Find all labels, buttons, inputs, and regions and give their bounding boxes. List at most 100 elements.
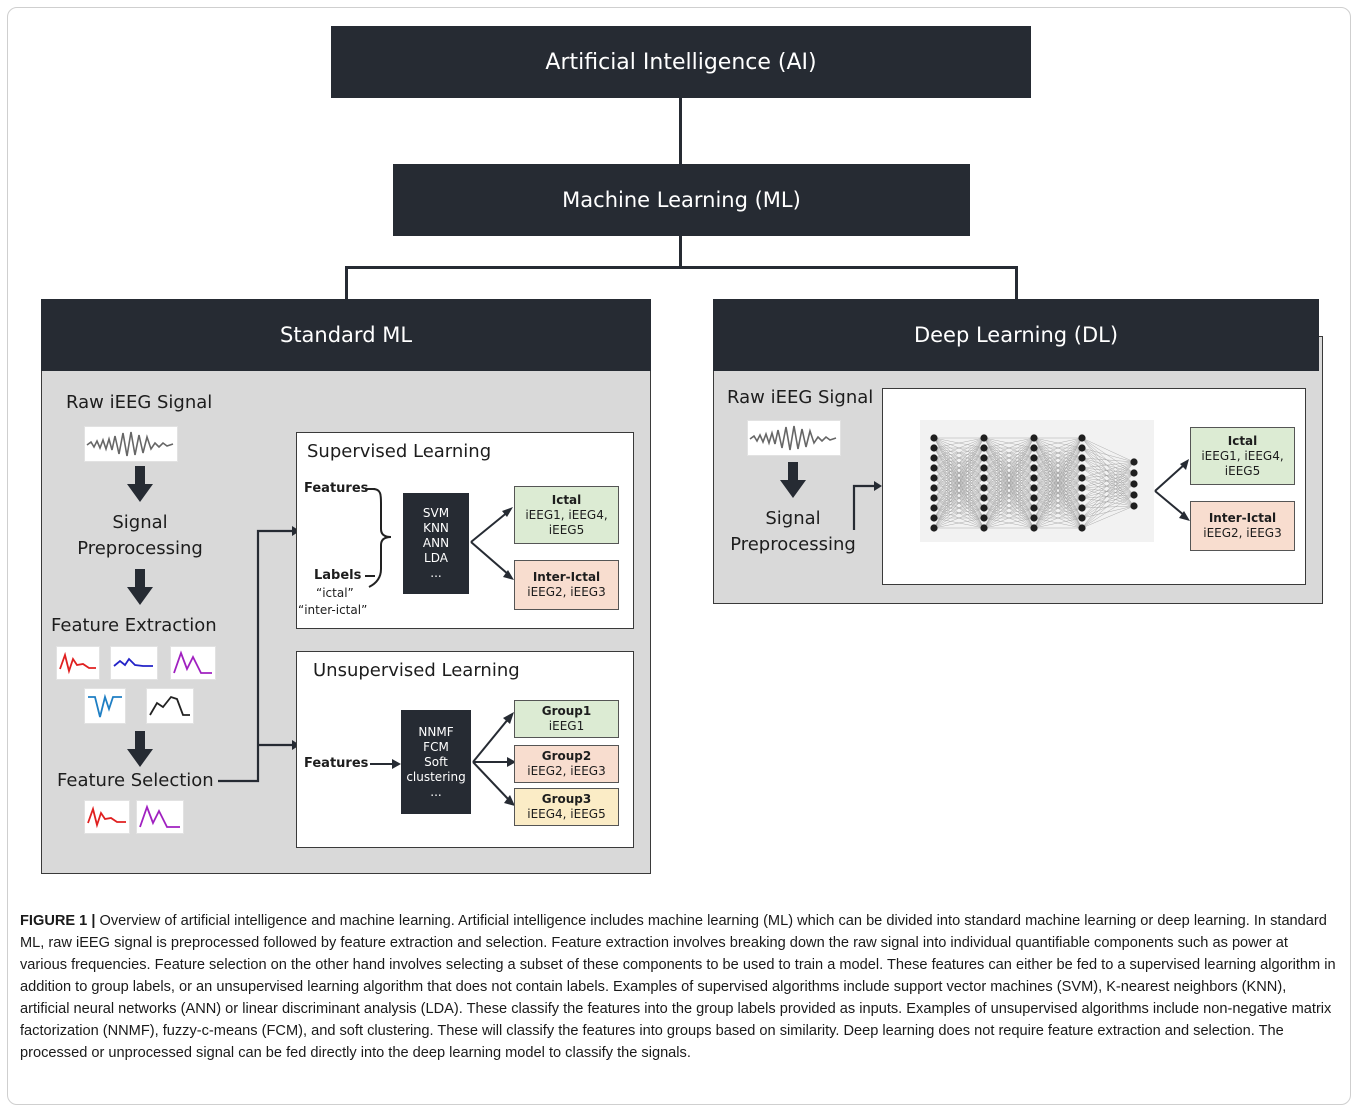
nn-edge: [1081, 437, 1135, 485]
nn-node: [980, 504, 988, 512]
ai-title: Artificial Intelligence (AI): [545, 49, 817, 75]
nn-edge: [1081, 472, 1135, 519]
nn-edge: [1081, 467, 1135, 474]
nn-node: [930, 454, 938, 462]
nn-edge: [1081, 477, 1135, 485]
ml-down-connector: [679, 236, 682, 268]
caption-label: FIGURE 1 |: [20, 913, 96, 929]
selected-thumb-red: [84, 800, 130, 834]
nn-node: [1078, 434, 1086, 442]
std-arrow-2: [127, 569, 153, 605]
sup-ictal-body-2: iEEG5: [548, 522, 585, 537]
dl-ictal-title: Ictal: [1227, 433, 1258, 448]
nn-node: [1030, 504, 1038, 512]
nn-node: [1078, 474, 1086, 482]
group2-title: Group2: [541, 749, 592, 763]
deep-learning-header: Deep Learning (DL): [713, 299, 1319, 371]
std-extraction-label: Feature Extraction: [51, 615, 217, 636]
nn-node: [1078, 514, 1086, 522]
nn-node: [980, 454, 988, 462]
nn-edge: [933, 437, 985, 449]
nn-edge: [933, 437, 985, 519]
sup-algo-2: KNN: [423, 521, 449, 535]
nn-node: [980, 464, 988, 472]
nn-node: [1130, 469, 1138, 477]
nn-edge: [1081, 483, 1135, 529]
nn-edge: [1081, 483, 1135, 509]
nn-edge: [933, 447, 985, 529]
nn-node: [980, 484, 988, 492]
dl-interictal-body: iEEG2, iEEG3: [1203, 526, 1282, 540]
sup-interictal-title: Inter-Ictal: [532, 570, 601, 584]
nn-edge: [1081, 487, 1135, 507]
nn-edge: [1081, 437, 1135, 507]
neural-network-diagram: [920, 420, 1154, 542]
nn-edge: [933, 467, 985, 529]
nn-edge: [1081, 472, 1135, 509]
nn-edge: [1081, 447, 1135, 507]
dl-ictal-body-1: iEEG1, iEEG4,: [1201, 448, 1284, 463]
nn-node: [980, 434, 988, 442]
nn-node: [1030, 524, 1038, 532]
unsup-output-arrows: [472, 712, 516, 806]
ml-title: Machine Learning (ML): [562, 188, 801, 212]
dl-raw-waveform: [749, 425, 837, 451]
unsup-algo-5: ...: [430, 784, 442, 799]
nn-edge: [1081, 461, 1135, 469]
nn-edge: [1081, 437, 1135, 496]
nn-edge: [1081, 483, 1135, 499]
selection-connectors: [218, 526, 300, 783]
group3-title: Group3: [541, 792, 592, 806]
group1-title: Group1: [541, 704, 592, 718]
branch-left: [345, 266, 348, 300]
nn-edge: [1033, 437, 1083, 529]
sup-label-ictal: “ictal”: [316, 586, 354, 600]
nn-edge: [1081, 457, 1135, 474]
nn-node: [1078, 454, 1086, 462]
selected-thumb-purple: [136, 800, 184, 834]
nn-edge: [1081, 472, 1135, 489]
dl-input-connector: [852, 481, 882, 530]
nn-edge: [1081, 457, 1135, 507]
nn-edge: [1081, 467, 1135, 496]
nn-node: [930, 474, 938, 482]
unsup-features-arrow: [370, 759, 401, 769]
neural-network-svg: [930, 434, 1138, 532]
nn-node: [930, 434, 938, 442]
sup-ictal-title: Ictal: [551, 492, 582, 507]
nn-edge: [1081, 494, 1135, 529]
dl-preproc-label: Signal Preprocessing: [718, 506, 868, 558]
dl-ictal-box: Ictal iEEG1, iEEG4, iEEG5: [1190, 427, 1295, 485]
nn-edge: [983, 437, 1035, 489]
ml-box: Machine Learning (ML): [393, 164, 970, 236]
nn-edge: [933, 437, 985, 459]
branch-right: [1015, 266, 1018, 300]
nn-edge: [933, 517, 985, 529]
nn-node: [1030, 434, 1038, 442]
sup-ictal-box: Ictal iEEG1, iEEG4, iEEG5: [514, 486, 619, 544]
nn-node: [1030, 494, 1038, 502]
nn-node: [1130, 480, 1138, 488]
sup-algorithms-box: SVM KNN ANN LDA ...: [403, 493, 469, 594]
nn-node: [930, 514, 938, 522]
nn-node: [1078, 484, 1086, 492]
std-raw-waveform: [86, 431, 174, 457]
nn-edge: [983, 437, 1035, 449]
nn-edge: [1033, 447, 1083, 529]
supervised-title: Supervised Learning: [307, 441, 492, 462]
nn-edge: [1081, 461, 1135, 509]
dl-output-arrows: [1154, 459, 1190, 521]
nn-edge: [1081, 447, 1135, 463]
dl-interictal-title: Inter-Ictal: [1208, 511, 1277, 525]
nn-edge: [1081, 505, 1135, 529]
dl-preproc-line-1: Signal: [765, 508, 821, 529]
group2-body: iEEG2, iEEG3: [527, 764, 606, 778]
nn-edge: [1081, 505, 1135, 509]
feature-thumb-blue: [110, 646, 158, 680]
nn-node: [1078, 464, 1086, 472]
nn-edge: [1033, 437, 1083, 509]
std-arrow-1: [127, 466, 153, 502]
feature-thumb-cyan: [84, 688, 126, 724]
nn-node: [980, 474, 988, 482]
unsup-algorithms-box: NNMF FCM Soft clustering ...: [401, 710, 471, 814]
